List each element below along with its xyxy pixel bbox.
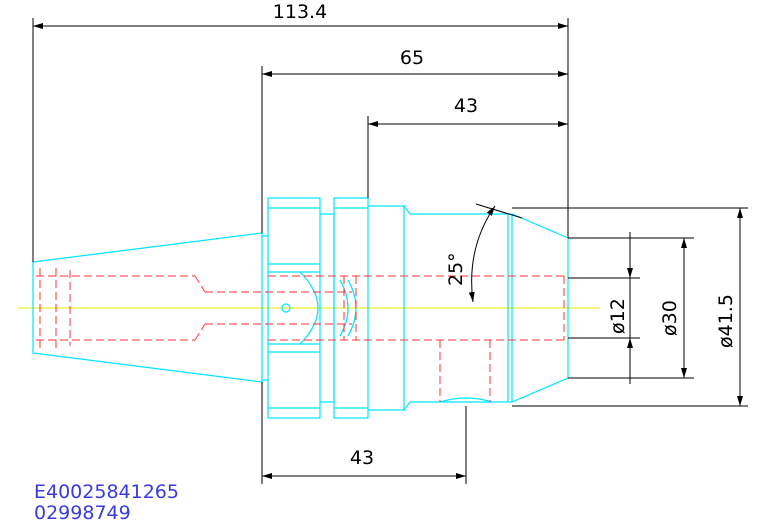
dim-label-113-4: 113.4 bbox=[273, 1, 327, 23]
dim-label-dia-41-5: ø41.5 bbox=[715, 294, 737, 348]
dim-angle-25: 25° bbox=[445, 203, 523, 303]
hidden-lines bbox=[36, 268, 566, 402]
part-number: 02998749 bbox=[34, 502, 131, 523]
dim-label-43-bottom: 43 bbox=[350, 447, 374, 469]
dim-length-43-top: 43 bbox=[367, 95, 568, 198]
dim-label-65: 65 bbox=[400, 47, 424, 69]
dim-label-angle: 25° bbox=[445, 252, 467, 286]
dim-length-43-bottom: 43 bbox=[261, 382, 467, 484]
dim-dia-12: ø12 bbox=[607, 232, 633, 384]
dim-dia-41-5: ø41.5 bbox=[715, 208, 743, 406]
part-outline bbox=[32, 197, 569, 419]
dim-label-dia-30: ø30 bbox=[659, 300, 681, 336]
dim-label-43-top: 43 bbox=[454, 95, 478, 117]
dim-extension-lines bbox=[512, 207, 748, 407]
part-code: E40025841265 bbox=[34, 481, 179, 503]
dim-length-65: 65 bbox=[261, 47, 568, 233]
dim-label-dia-12: ø12 bbox=[607, 298, 629, 334]
dim-overall-length: 113.4 bbox=[32, 1, 569, 262]
dim-dia-30: ø30 bbox=[659, 238, 687, 378]
